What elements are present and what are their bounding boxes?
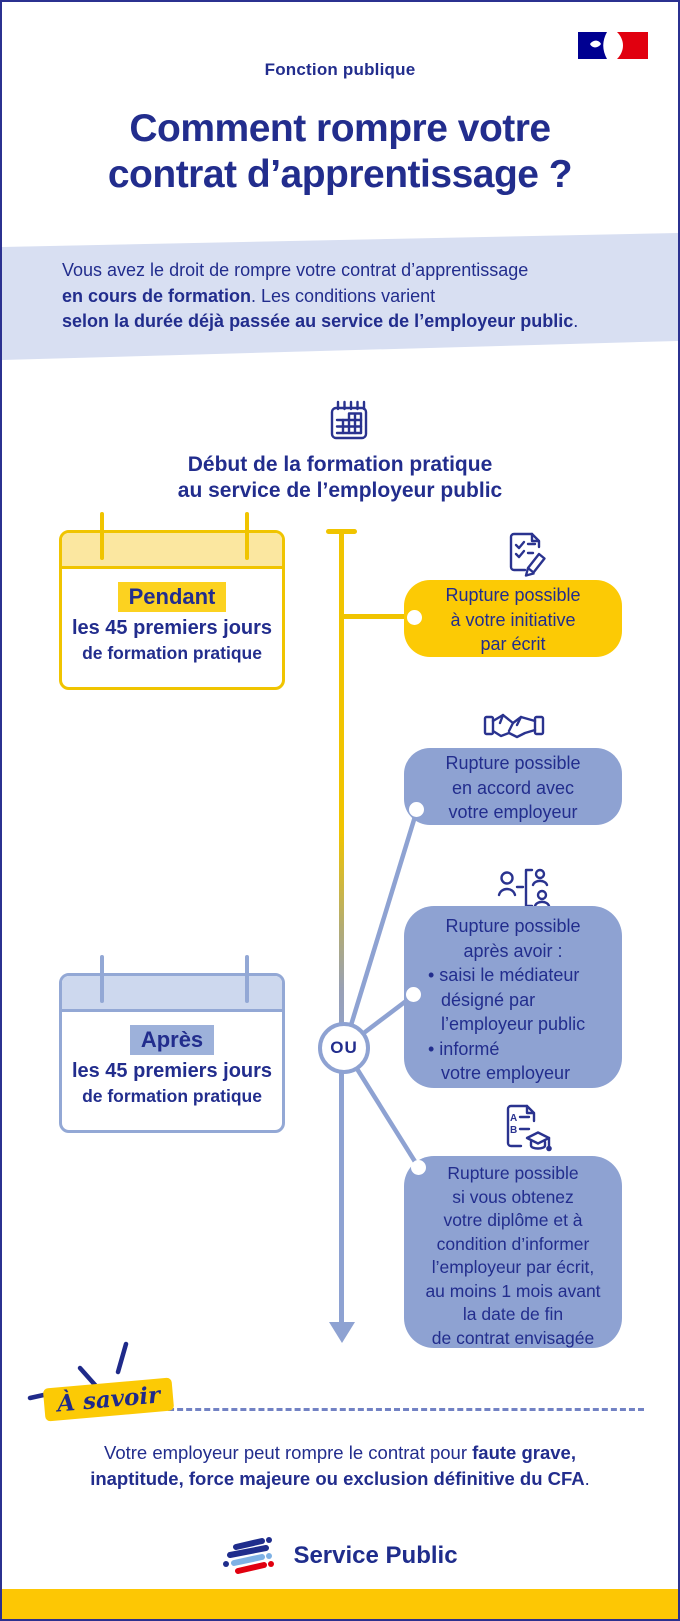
bubble4-line: votre diplôme et à: [443, 1210, 583, 1230]
bubble3-line: après avoir :: [463, 940, 563, 961]
connector-dot: [411, 1160, 426, 1175]
page-title-line2: contrat d’apprentissage ?: [107, 153, 573, 196]
bubble1-line: par écrit: [480, 634, 546, 654]
connector-dot: [407, 610, 422, 625]
intro-line2-bold: en cours de formation: [62, 285, 252, 306]
bubble2-line: en accord avec: [451, 777, 575, 798]
mediator-people-icon: [497, 868, 551, 908]
dashed-divider: [150, 1408, 644, 1411]
bubble4-line: condition d’informer: [436, 1233, 590, 1254]
calendar-grid-icon: [330, 400, 368, 440]
calendar-pin: [100, 512, 104, 560]
marianne-flag-icon: [578, 32, 648, 59]
card-apres-line2: de formation pratique: [82, 1086, 262, 1106]
intro-line1: Vous avez le droit de rompre votre contr…: [62, 260, 529, 280]
timeline-arrowhead-icon: [329, 1322, 355, 1343]
service-public-logo: Service Public: [2, 1534, 678, 1578]
header-category: Fonction publique: [264, 60, 416, 79]
document-check-pen-icon: [509, 532, 546, 577]
page-title: Comment rompre votre contrat d’apprentis…: [2, 106, 678, 198]
intro-line3-rest: .: [573, 311, 579, 331]
bubble2-line: Rupture possible: [445, 753, 581, 773]
bubble-rupture-mediateur: Rupture possible après avoir : • saisi l…: [404, 906, 622, 1088]
card-pendant-highlight: Pendant: [117, 582, 227, 612]
timeline-start-line2: au service de l’employeur public: [177, 479, 503, 502]
card-apres-highlight: Après: [129, 1025, 215, 1055]
timeline-line: [339, 530, 344, 1324]
connector-dot: [406, 987, 421, 1002]
bubble-rupture-accord: Rupture possible en accord avec votre em…: [404, 748, 622, 825]
bubble1-line: Rupture possible: [445, 585, 581, 605]
bubble3-line: désigné par: [441, 989, 536, 1010]
svg-text:A: A: [510, 1113, 517, 1124]
bubble1-line: à votre initiative: [450, 609, 576, 630]
handshake-icon: [483, 713, 545, 739]
card-pendant-header: [62, 533, 282, 569]
note-part1: Votre employeur peut rompre le contrat p…: [104, 1442, 473, 1463]
card-pendant-line1: les 45 premiers jours: [71, 617, 273, 639]
svg-text:B: B: [510, 1125, 517, 1136]
page-title-line1: Comment rompre votre: [129, 107, 551, 150]
card-apres-line1: les 45 premiers jours: [71, 1060, 273, 1082]
bubble3-line: • saisi le médiateur: [428, 965, 580, 985]
calendar-pin: [100, 955, 104, 1003]
connector-dot: [409, 802, 424, 817]
note-bold: faute grave, inaptitude, force majeure o…: [90, 1442, 585, 1489]
service-public-brand: Service Public: [293, 1542, 458, 1569]
bubble4-line: l’employeur par écrit,: [431, 1257, 595, 1277]
bubble2-line: votre employeur: [448, 802, 578, 822]
bottom-yellow-bar: [2, 1589, 678, 1619]
bubble3-line: votre employeur: [441, 1063, 571, 1083]
note-text: Votre employeur peut rompre le contrat p…: [57, 1440, 623, 1492]
bubble3-line: l’employeur public: [441, 1014, 586, 1034]
calendar-pin: [245, 512, 249, 560]
card-pendant-line2: de formation pratique: [82, 643, 262, 663]
calendar-pin: [245, 955, 249, 1003]
card-apres-header: [62, 976, 282, 1012]
bubble3-line: Rupture possible: [445, 916, 581, 936]
period-card-apres: Après les 45 premiers jours de formation…: [59, 973, 285, 1133]
connector-yellow: [342, 614, 416, 619]
note-part2: .: [584, 1468, 590, 1489]
intro-band: [2, 233, 678, 360]
period-card-pendant: Pendant les 45 premiers jours de formati…: [59, 530, 285, 690]
timeline-start-line1: Début de la formation pratique: [187, 453, 493, 476]
bubble4-line: de contrat envisagée: [431, 1327, 595, 1348]
intro-text: Vous avez le droit de rompre votre contr…: [62, 258, 578, 335]
or-circle: OU: [318, 1022, 370, 1074]
timeline-start-label: Début de la formation pratique au servic…: [2, 452, 678, 504]
intro-line2-rest: . Les conditions varient: [251, 285, 436, 306]
bubble3-line: • informé: [428, 1038, 500, 1059]
bubble4-line: la date de fin: [462, 1304, 564, 1324]
bubble4-line: Rupture possible: [447, 1163, 579, 1183]
bubble-rupture-initiative: Rupture possible à votre initiative par …: [404, 580, 622, 657]
service-public-mark-icon: [223, 1537, 275, 1574]
diploma-icon: A B: [506, 1104, 552, 1152]
intro-line3-bold: selon la durée déjà passée au service de…: [62, 311, 574, 331]
bubble-rupture-diplome: Rupture possible si vous obtenez votre d…: [404, 1156, 622, 1348]
or-label: OU: [330, 1038, 358, 1057]
bubble4-line: au moins 1 mois avant: [425, 1280, 601, 1301]
bubble4-line: si vous obtenez: [452, 1186, 574, 1207]
